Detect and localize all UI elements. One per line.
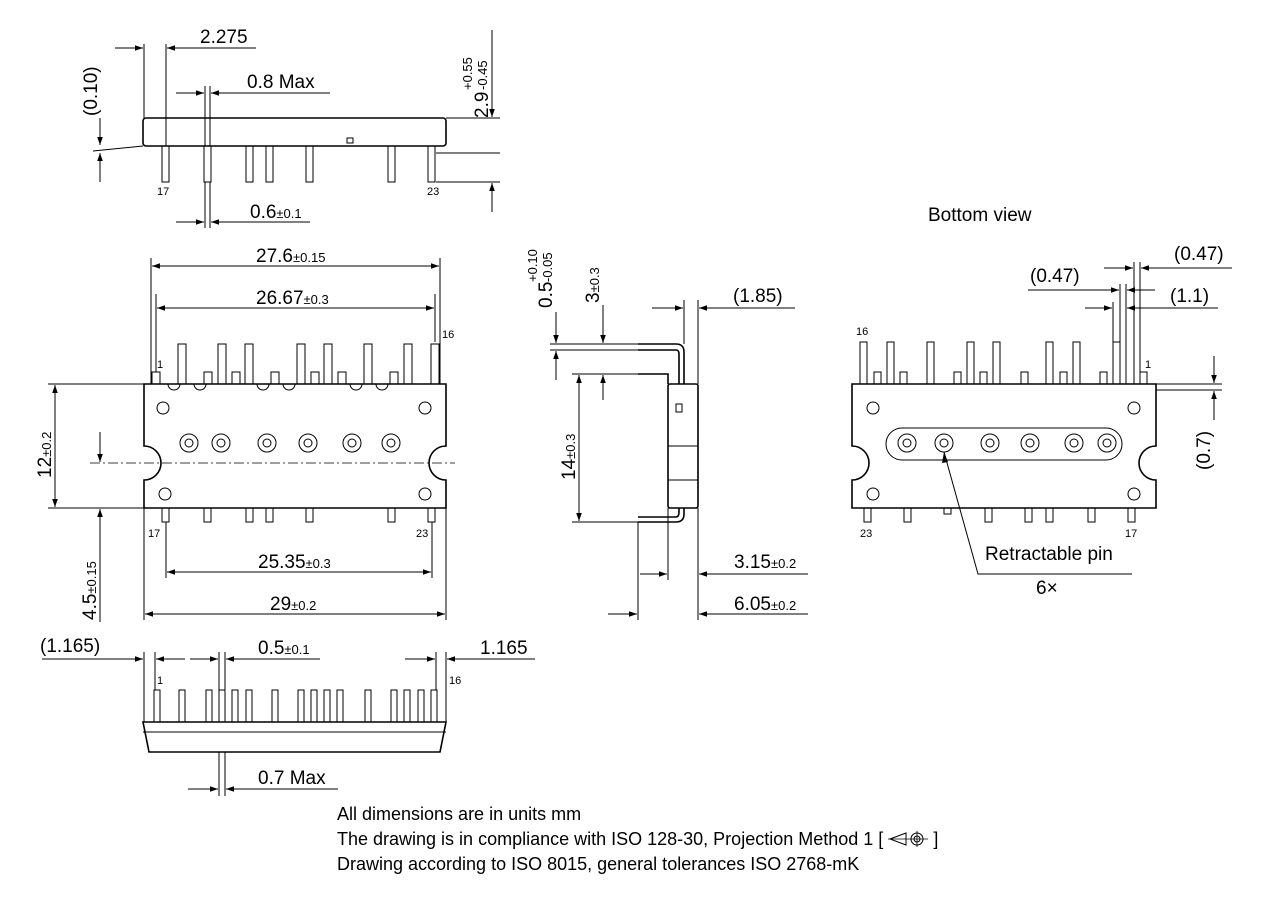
side-view: 0.5 +0.10 -0.05 3±0.3 (1.85) 14±0.3 3.15… bbox=[525, 249, 808, 620]
dim-27-6: 27.6±0.15 bbox=[256, 246, 325, 267]
pin-label-23-top: 23 bbox=[427, 186, 439, 198]
dim-bv-1-1: (1.1) bbox=[1170, 286, 1209, 307]
pin-label-23-plan: 23 bbox=[416, 528, 428, 540]
bottom-view: Bottom view 16 1 bbox=[851, 205, 1232, 599]
dim-side-6-05: 6.05±0.2 bbox=[734, 594, 796, 615]
dim-4-5: 4.5±0.15 bbox=[80, 561, 101, 620]
dim-25-35: 25.35±0.3 bbox=[258, 552, 331, 573]
dim-1-165-left: (1.165) bbox=[40, 636, 100, 657]
side-view-lead-top bbox=[638, 343, 685, 384]
pin-label-17-plan: 17 bbox=[148, 528, 160, 540]
pin-label-17-top: 17 bbox=[157, 186, 169, 198]
top-view-pins bbox=[161, 145, 436, 183]
pin-label-1-bottom: 1 bbox=[1145, 359, 1151, 371]
dim-0-5: 0.5±0.1 bbox=[258, 638, 310, 659]
dim-2-9: 2.9 bbox=[472, 92, 493, 118]
retractable-pin-label: Retractable pin bbox=[985, 544, 1113, 565]
dim-12: 12±0.2 bbox=[35, 432, 56, 478]
bottom-view-bottom-pins bbox=[863, 507, 1136, 523]
dim-1-165-right: 1.165 bbox=[480, 638, 528, 659]
front-view-body bbox=[142, 721, 447, 753]
dim-bv-0-47-left: (0.47) bbox=[1030, 266, 1080, 287]
dim-side-0-5-tol-upper: +0.10 bbox=[525, 249, 540, 282]
dim-2-275: 2.275 bbox=[200, 27, 248, 48]
bottom-view-top-pins bbox=[859, 341, 1148, 385]
dim-0-6: 0.6±0.1 bbox=[250, 202, 302, 223]
note-units: All dimensions are in units mm bbox=[337, 804, 582, 824]
dim-2-9-tol-upper: +0.55 bbox=[460, 57, 475, 90]
dim-0-10: (0.10) bbox=[81, 66, 102, 116]
bottom-view-body bbox=[851, 383, 1157, 509]
dim-29: 29±0.2 bbox=[270, 594, 316, 615]
note-tolerances: Drawing according to ISO 8015, general t… bbox=[337, 854, 860, 874]
retractable-pin-count: 6× bbox=[1036, 578, 1058, 599]
dim-side-0-5-tol-lower: -0.05 bbox=[540, 252, 555, 282]
dim-side-14: 14±0.3 bbox=[559, 434, 580, 480]
retractable-pin-slot bbox=[885, 427, 1123, 461]
drawing-notes: All dimensions are in units mm The drawi… bbox=[337, 802, 938, 877]
dim-bv-0-47-right: (0.47) bbox=[1174, 244, 1224, 265]
pin-label-23-bottom: 23 bbox=[860, 528, 872, 540]
top-view: 17 23 2.275 0.8 Max (0.10) 2.9 +0.55 -0.… bbox=[81, 27, 500, 228]
pin-label-1-plan: 1 bbox=[157, 359, 163, 371]
pin-label-1-front: 1 bbox=[157, 675, 163, 687]
plan-view-top-pins bbox=[151, 343, 440, 385]
plan-view-pin-circles bbox=[179, 433, 401, 453]
plan-view-body bbox=[143, 383, 447, 509]
pin-label-16-front: 16 bbox=[449, 675, 461, 687]
bottom-view-pin-circles bbox=[897, 433, 1117, 453]
pin-label-17-bottom: 17 bbox=[1125, 528, 1137, 540]
pin-label-16-plan: 16 bbox=[442, 329, 454, 341]
note-projection: The drawing is in compliance with ISO 12… bbox=[337, 829, 939, 849]
bottom-view-label: Bottom view bbox=[928, 205, 1032, 226]
dim-bv-0-7: (0.7) bbox=[1194, 431, 1215, 470]
dim-side-3: 3±0.3 bbox=[583, 267, 604, 303]
front-view: 1 16 (1.165) 0.5±0.1 1.165 0.7 Max bbox=[40, 636, 535, 796]
side-view-lead-bottom bbox=[638, 508, 685, 523]
front-view-pins bbox=[153, 689, 438, 723]
dim-side-0-5: 0.5 bbox=[536, 282, 557, 308]
top-view-body bbox=[142, 117, 447, 147]
dim-side-1-85: (1.85) bbox=[733, 286, 783, 307]
dim-0-7-max: 0.7 Max bbox=[258, 768, 326, 789]
dim-2-9-tol-lower: -0.45 bbox=[475, 60, 490, 90]
dim-0-8-max: 0.8 Max bbox=[247, 72, 315, 93]
pin-label-16-bottom: 16 bbox=[856, 326, 868, 338]
projection-method-icon bbox=[888, 831, 929, 847]
plan-view: 27.6±0.15 26.67±0.3 1 16 bbox=[35, 246, 455, 622]
dim-side-3-15: 3.15±0.2 bbox=[734, 552, 796, 573]
dim-26-67: 26.67±0.3 bbox=[256, 288, 329, 309]
